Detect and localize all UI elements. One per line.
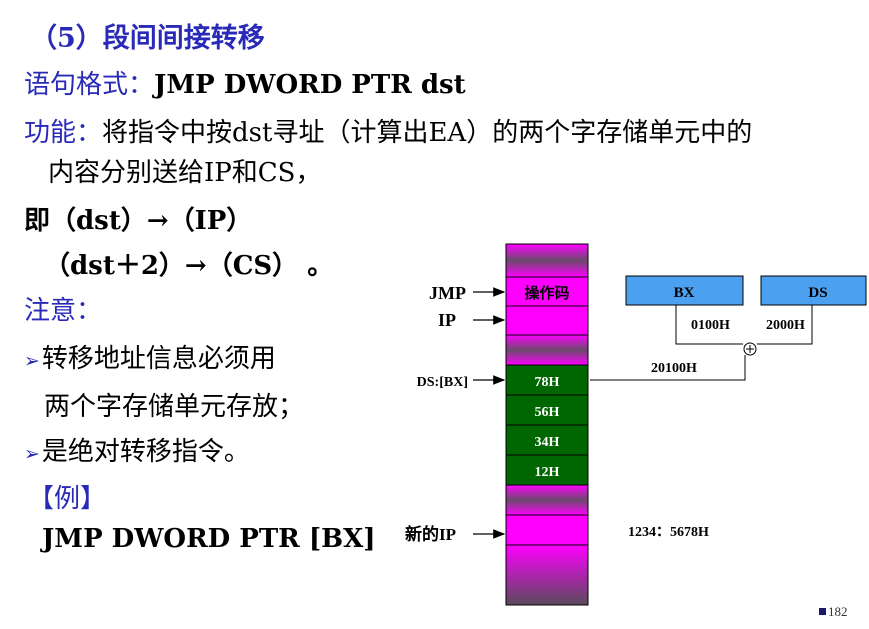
ds-connector	[757, 305, 813, 345]
bullet-arrow-icon: ➢	[24, 443, 40, 465]
register-bx-name: BX	[674, 285, 695, 301]
syntax-line: 语句格式：JMP DWORD PTR dst	[24, 64, 466, 101]
note-1-text: 转移地址信息必须用	[41, 344, 276, 374]
memory-cell-bottom	[505, 544, 589, 606]
syntax-code: JMP DWORD PTR dst	[154, 70, 466, 100]
note-label: 注意：	[24, 296, 103, 326]
page-marker-icon	[819, 608, 826, 615]
memory-cell-top	[505, 243, 589, 278]
register-ds	[760, 275, 867, 306]
memory-cell-78h	[505, 364, 589, 396]
equation-2: （dst＋2）→（CS） 。	[44, 251, 334, 281]
bullet-arrow-icon: ➢	[24, 350, 40, 372]
note-2: ➢是绝对转移指令。	[24, 431, 250, 468]
address-connector	[590, 355, 746, 381]
physical-address: 20100H	[651, 361, 697, 376]
memory-cell-56h	[505, 394, 589, 426]
bx-connector	[675, 305, 743, 345]
cell-value-56h: 56H	[535, 405, 560, 420]
note-1-line-1: ➢转移地址信息必须用	[24, 338, 276, 375]
target-address: 1234：5678H	[628, 525, 709, 540]
memory-cell-new-ip	[505, 514, 589, 546]
label-ds-bx: DS:[BX]	[417, 375, 468, 390]
function-label: 功能：	[24, 118, 103, 148]
slide-heading: （5）段间间接转移	[30, 23, 265, 54]
register-bx	[625, 275, 744, 306]
bx-value: 0100H	[691, 318, 730, 333]
cell-value-12h: 12H	[535, 465, 560, 480]
cell-value-34h: 34H	[535, 435, 560, 450]
note-1-line-2: 两个字存储单元存放；	[44, 392, 305, 422]
page-number: 182	[828, 604, 848, 619]
ds-value: 2000H	[766, 318, 805, 333]
memory-cell-12h	[505, 454, 589, 486]
function-text-2: 内容分别送给IP和CS，	[48, 158, 322, 188]
note-2-text: 是绝对转移指令。	[41, 437, 250, 467]
label-ip: IP	[438, 310, 456, 330]
opcode-text: 操作码	[524, 284, 569, 302]
memory-column: 操作码 78H 56H 34H 12H	[505, 243, 589, 606]
syntax-label: 语句格式：	[24, 70, 155, 100]
memory-cell-gap	[505, 334, 589, 366]
memory-cell-opcode	[505, 276, 589, 307]
memory-cell-gap-2	[505, 484, 589, 516]
function-line-1: 功能：将指令中按dst寻址（计算出EA）的两个字存储单元中的	[24, 112, 752, 149]
cell-value-78h: 78H	[535, 375, 560, 390]
label-jmp: JMP	[429, 283, 466, 303]
memory-cell-34h	[505, 424, 589, 456]
example-label: 【例】	[28, 484, 107, 514]
equation-1: 即（dst）→（IP）	[24, 206, 253, 236]
memory-cell-ip	[505, 305, 589, 336]
example-code: JMP DWORD PTR [BX]	[42, 524, 376, 554]
label-new-ip: 新的IP	[405, 524, 456, 544]
function-text-1: 将指令中按dst寻址（计算出EA）的两个字存储单元中的	[102, 118, 753, 148]
register-ds-name: DS	[808, 285, 827, 301]
